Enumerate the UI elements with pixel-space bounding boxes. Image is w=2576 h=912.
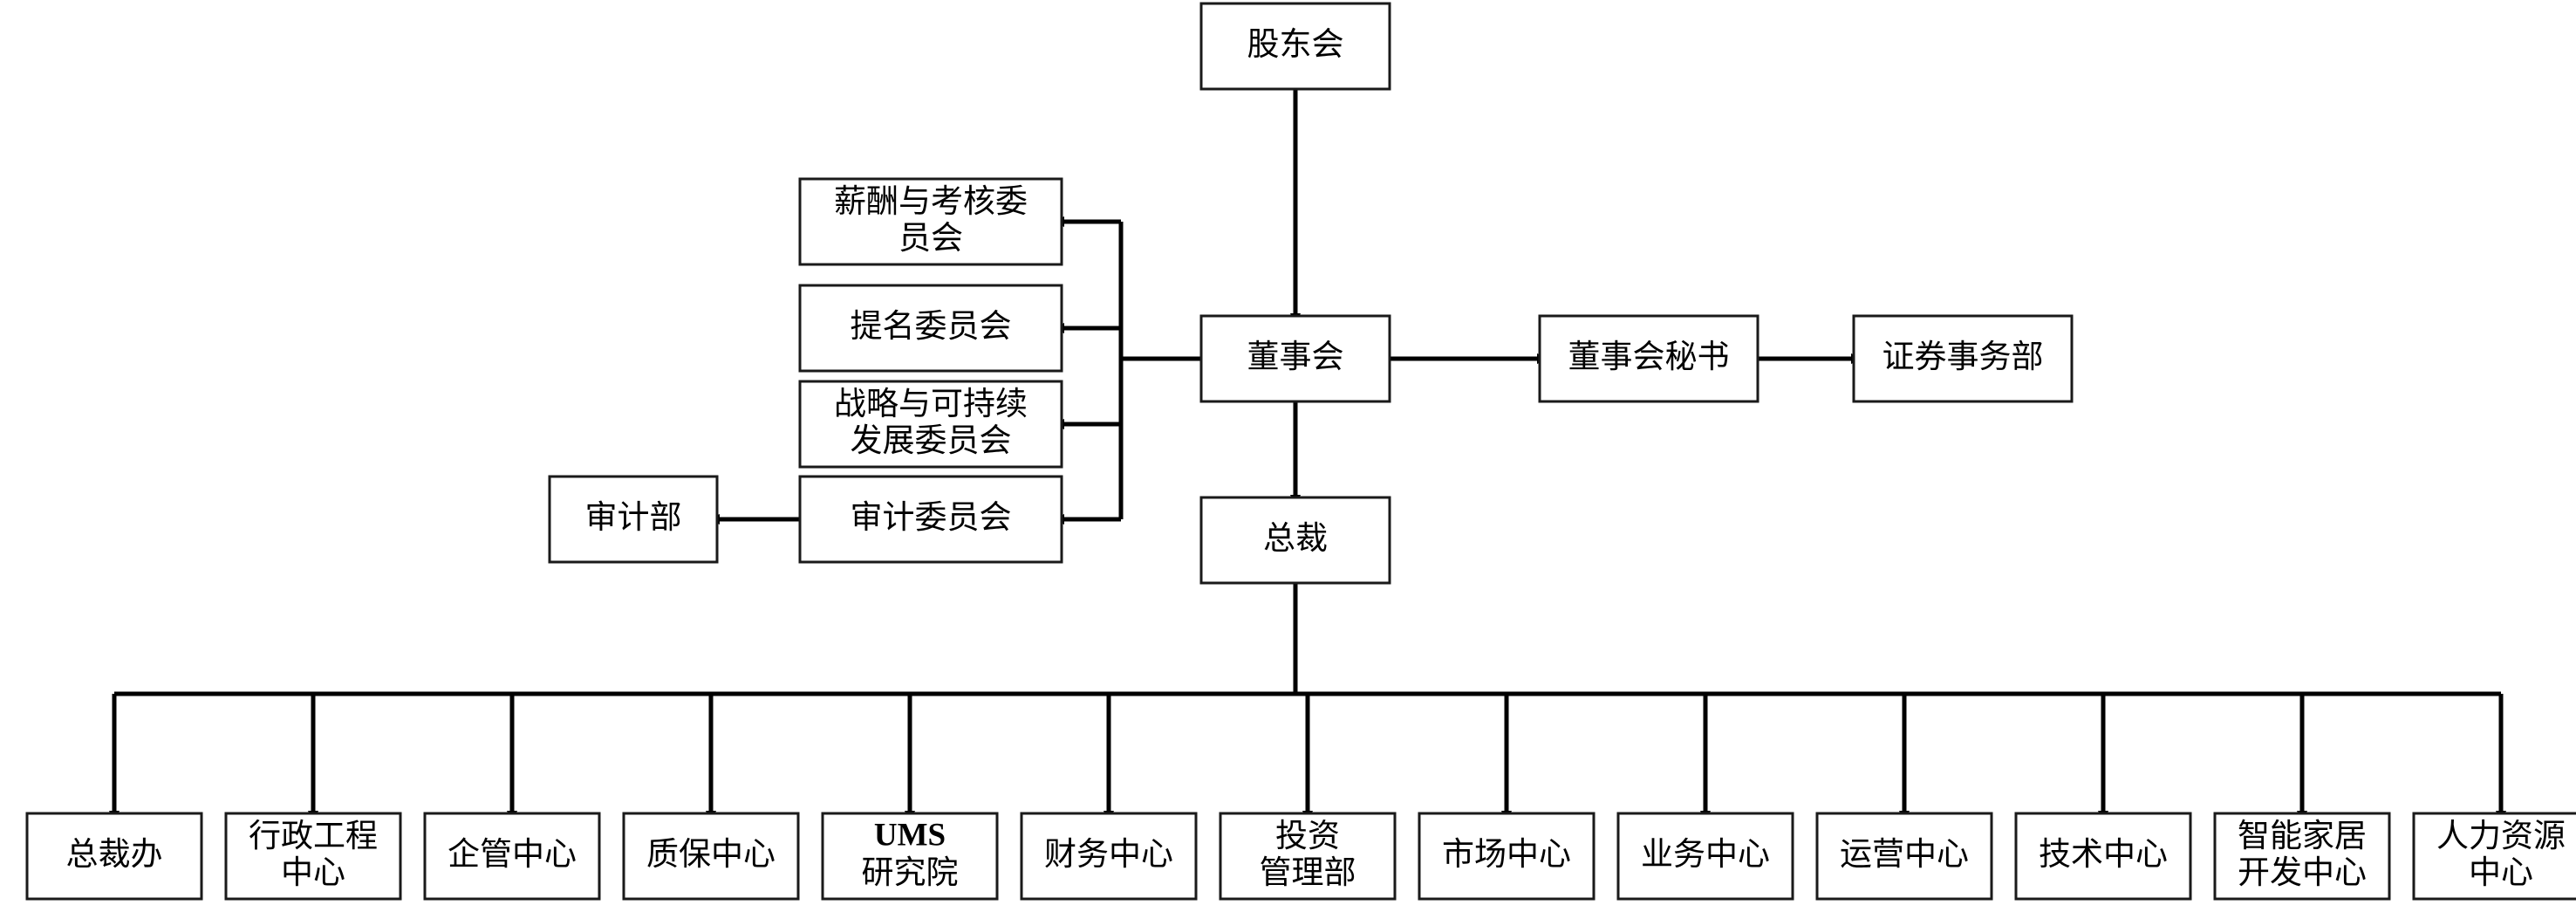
node-department-4-label: 研究院 bbox=[862, 854, 959, 890]
node-audit-department-rect bbox=[548, 475, 719, 564]
node-president-rect bbox=[1199, 496, 1391, 585]
node-department-1-rect bbox=[224, 812, 402, 901]
node-strategy-committee-rect bbox=[798, 380, 1063, 469]
node-department-10[interactable]: 技术中心 bbox=[2014, 812, 2192, 901]
node-department-4-label: UMS bbox=[874, 817, 946, 853]
node-department-12-label: 中心 bbox=[2469, 854, 2533, 890]
node-securities-dept[interactable]: 证券事务部 bbox=[1852, 314, 2074, 403]
node-department-5-rect bbox=[1020, 812, 1198, 901]
node-department-8-label: 业务中心 bbox=[1641, 836, 1770, 872]
node-strategy-committee-label: 发展委员会 bbox=[851, 422, 1012, 458]
node-shareholders-label: 股东会 bbox=[1247, 26, 1344, 62]
node-audit-committee-label: 审计委员会 bbox=[851, 499, 1012, 535]
node-shareholders-rect bbox=[1199, 2, 1391, 91]
node-department-11-label: 开发中心 bbox=[2238, 854, 2367, 890]
node-board-secretary-label: 董事会秘书 bbox=[1568, 339, 1730, 374]
node-board-of-directors-rect bbox=[1199, 314, 1391, 403]
node-department-10-rect bbox=[2014, 812, 2192, 901]
node-department-2-label: 企管中心 bbox=[448, 836, 577, 872]
node-nomination-committee-rect bbox=[798, 284, 1063, 373]
node-department-5-label: 财务中心 bbox=[1044, 836, 1173, 872]
node-remuneration-committee-rect bbox=[798, 177, 1063, 266]
node-department-10-label: 技术中心 bbox=[2039, 836, 2168, 872]
node-department-7[interactable]: 市场中心 bbox=[1418, 812, 1595, 901]
node-department-7-label: 市场中心 bbox=[1442, 836, 1571, 872]
node-audit-department[interactable]: 审计部 bbox=[548, 475, 719, 564]
node-department-6-rect bbox=[1219, 812, 1397, 901]
node-department-2-rect bbox=[423, 812, 601, 901]
node-department-0[interactable]: 总裁办 bbox=[25, 812, 203, 901]
node-board-of-directors[interactable]: 董事会 bbox=[1199, 314, 1391, 403]
node-board-secretary-rect bbox=[1538, 314, 1759, 403]
node-department-12-rect bbox=[2412, 812, 2576, 901]
node-board-of-directors-label: 董事会 bbox=[1247, 339, 1344, 374]
node-department-12-label: 人力资源 bbox=[2436, 818, 2566, 854]
node-department-0-rect bbox=[25, 812, 203, 901]
node-strategy-committee-label: 战略与可持续 bbox=[834, 386, 1028, 422]
node-department-2[interactable]: 企管中心 bbox=[423, 812, 601, 901]
node-president[interactable]: 总裁 bbox=[1199, 496, 1391, 585]
node-audit-department-label: 审计部 bbox=[585, 499, 682, 535]
node-president-label: 总裁 bbox=[1263, 520, 1328, 556]
node-department-6-label: 管理部 bbox=[1260, 854, 1356, 890]
node-department-4-rect bbox=[821, 812, 999, 901]
node-department-9-label: 运营中心 bbox=[1840, 836, 1969, 872]
node-department-3[interactable]: 质保中心 bbox=[622, 812, 800, 901]
node-audit-committee-rect bbox=[798, 475, 1063, 564]
node-department-1-label: 中心 bbox=[281, 854, 345, 890]
node-department-9-rect bbox=[1815, 812, 1993, 901]
node-nomination-committee[interactable]: 提名委员会 bbox=[798, 284, 1063, 373]
node-department-1-label: 行政工程 bbox=[249, 818, 378, 854]
node-department-7-rect bbox=[1418, 812, 1595, 901]
node-department-3-label: 质保中心 bbox=[646, 836, 776, 872]
node-nomination-committee-label: 提名委员会 bbox=[851, 308, 1012, 344]
node-department-9[interactable]: 运营中心 bbox=[1815, 812, 1993, 901]
node-department-6-label: 投资 bbox=[1275, 818, 1340, 854]
node-audit-committee[interactable]: 审计委员会 bbox=[798, 475, 1063, 564]
node-department-3-rect bbox=[622, 812, 800, 901]
node-remuneration-committee-label: 员会 bbox=[899, 220, 963, 256]
node-securities-dept-rect bbox=[1852, 314, 2074, 403]
node-shareholders[interactable]: 股东会 bbox=[1199, 2, 1391, 91]
node-remuneration-committee-label: 薪酬与考核委 bbox=[834, 183, 1028, 219]
connector-layer bbox=[109, 89, 2506, 823]
node-department-5[interactable]: 财务中心 bbox=[1020, 812, 1198, 901]
node-securities-dept-label: 证券事务部 bbox=[1882, 339, 2044, 374]
node-department-11-rect bbox=[2213, 812, 2391, 901]
node-department-8-rect bbox=[1616, 812, 1794, 901]
node-department-8[interactable]: 业务中心 bbox=[1616, 812, 1794, 901]
node-department-0-label: 总裁办 bbox=[66, 836, 163, 872]
node-department-11-label: 智能家居 bbox=[2238, 818, 2367, 854]
node-board-secretary[interactable]: 董事会秘书 bbox=[1538, 314, 1759, 403]
